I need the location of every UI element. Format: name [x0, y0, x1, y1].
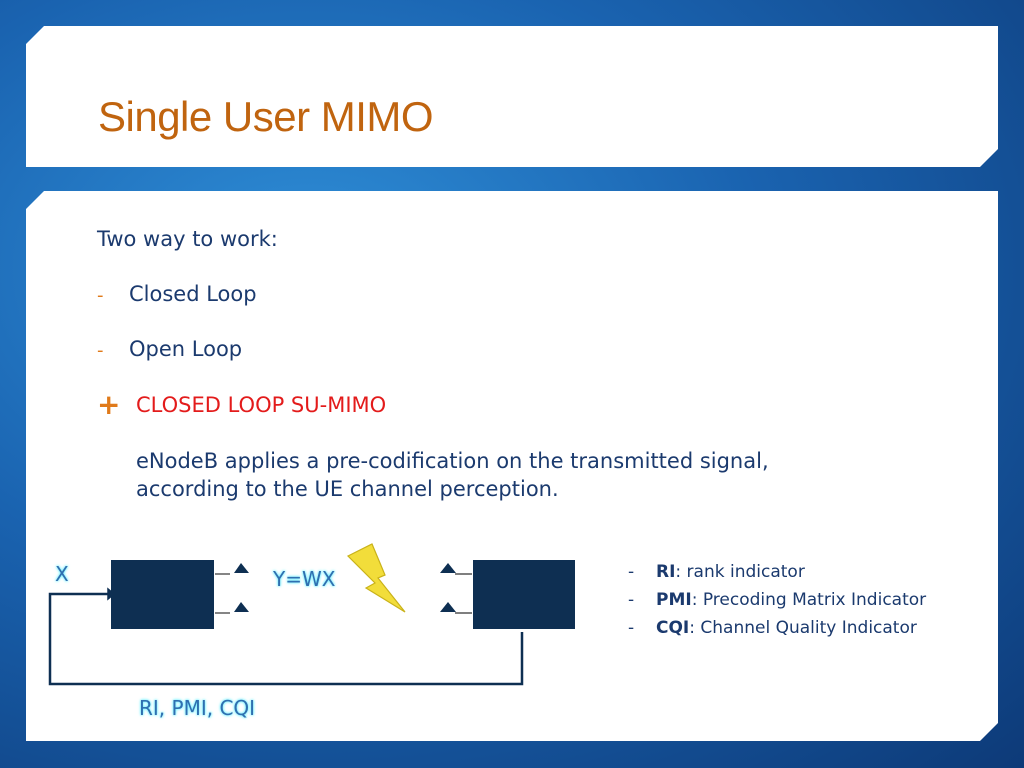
legend-definition: : Precoding Matrix Indicator: [691, 590, 927, 610]
receiver-block: [473, 560, 575, 629]
content-panel: [26, 191, 998, 741]
feedback-path: [48, 592, 524, 686]
legend-marker: -: [628, 590, 635, 610]
slide-title: Single User MIMO: [98, 93, 434, 140]
legend-definition: : rank indicator: [675, 562, 805, 582]
feedback-label: RI, PMI, CQI: [139, 696, 256, 720]
legend-term: PMI: [656, 590, 692, 610]
transmitter-block: [111, 560, 214, 629]
legend-term: CQI: [656, 618, 690, 638]
lightning-bolt-icon: [346, 543, 406, 613]
antenna-icon: [234, 563, 249, 573]
legend-definition: : Channel Quality Indicator: [689, 618, 917, 638]
legend-marker: -: [628, 562, 635, 582]
bullet-closed-loop: Closed Loop: [129, 282, 257, 306]
bullet-marker: -: [97, 340, 104, 361]
section-heading: CLOSED LOOP SU-MIMO: [136, 393, 387, 417]
antenna-icon: [234, 602, 249, 612]
legend-marker: -: [628, 618, 635, 638]
legend-term: RI: [656, 562, 676, 582]
title-panel: [26, 26, 998, 167]
section-desc-line1: eNodeB applies a pre-codification on the…: [136, 449, 769, 473]
input-label: X: [55, 562, 69, 586]
bullet-open-loop: Open Loop: [129, 337, 243, 361]
signal-label: Y=WX: [273, 567, 336, 591]
bullet-marker: -: [97, 285, 104, 306]
intro-text: Two way to work:: [97, 227, 278, 251]
antenna-icon: [440, 563, 456, 573]
antenna-icon: [440, 602, 456, 612]
section-desc-line2: according to the UE channel perception.: [136, 477, 559, 501]
plus-marker: +: [97, 388, 121, 421]
